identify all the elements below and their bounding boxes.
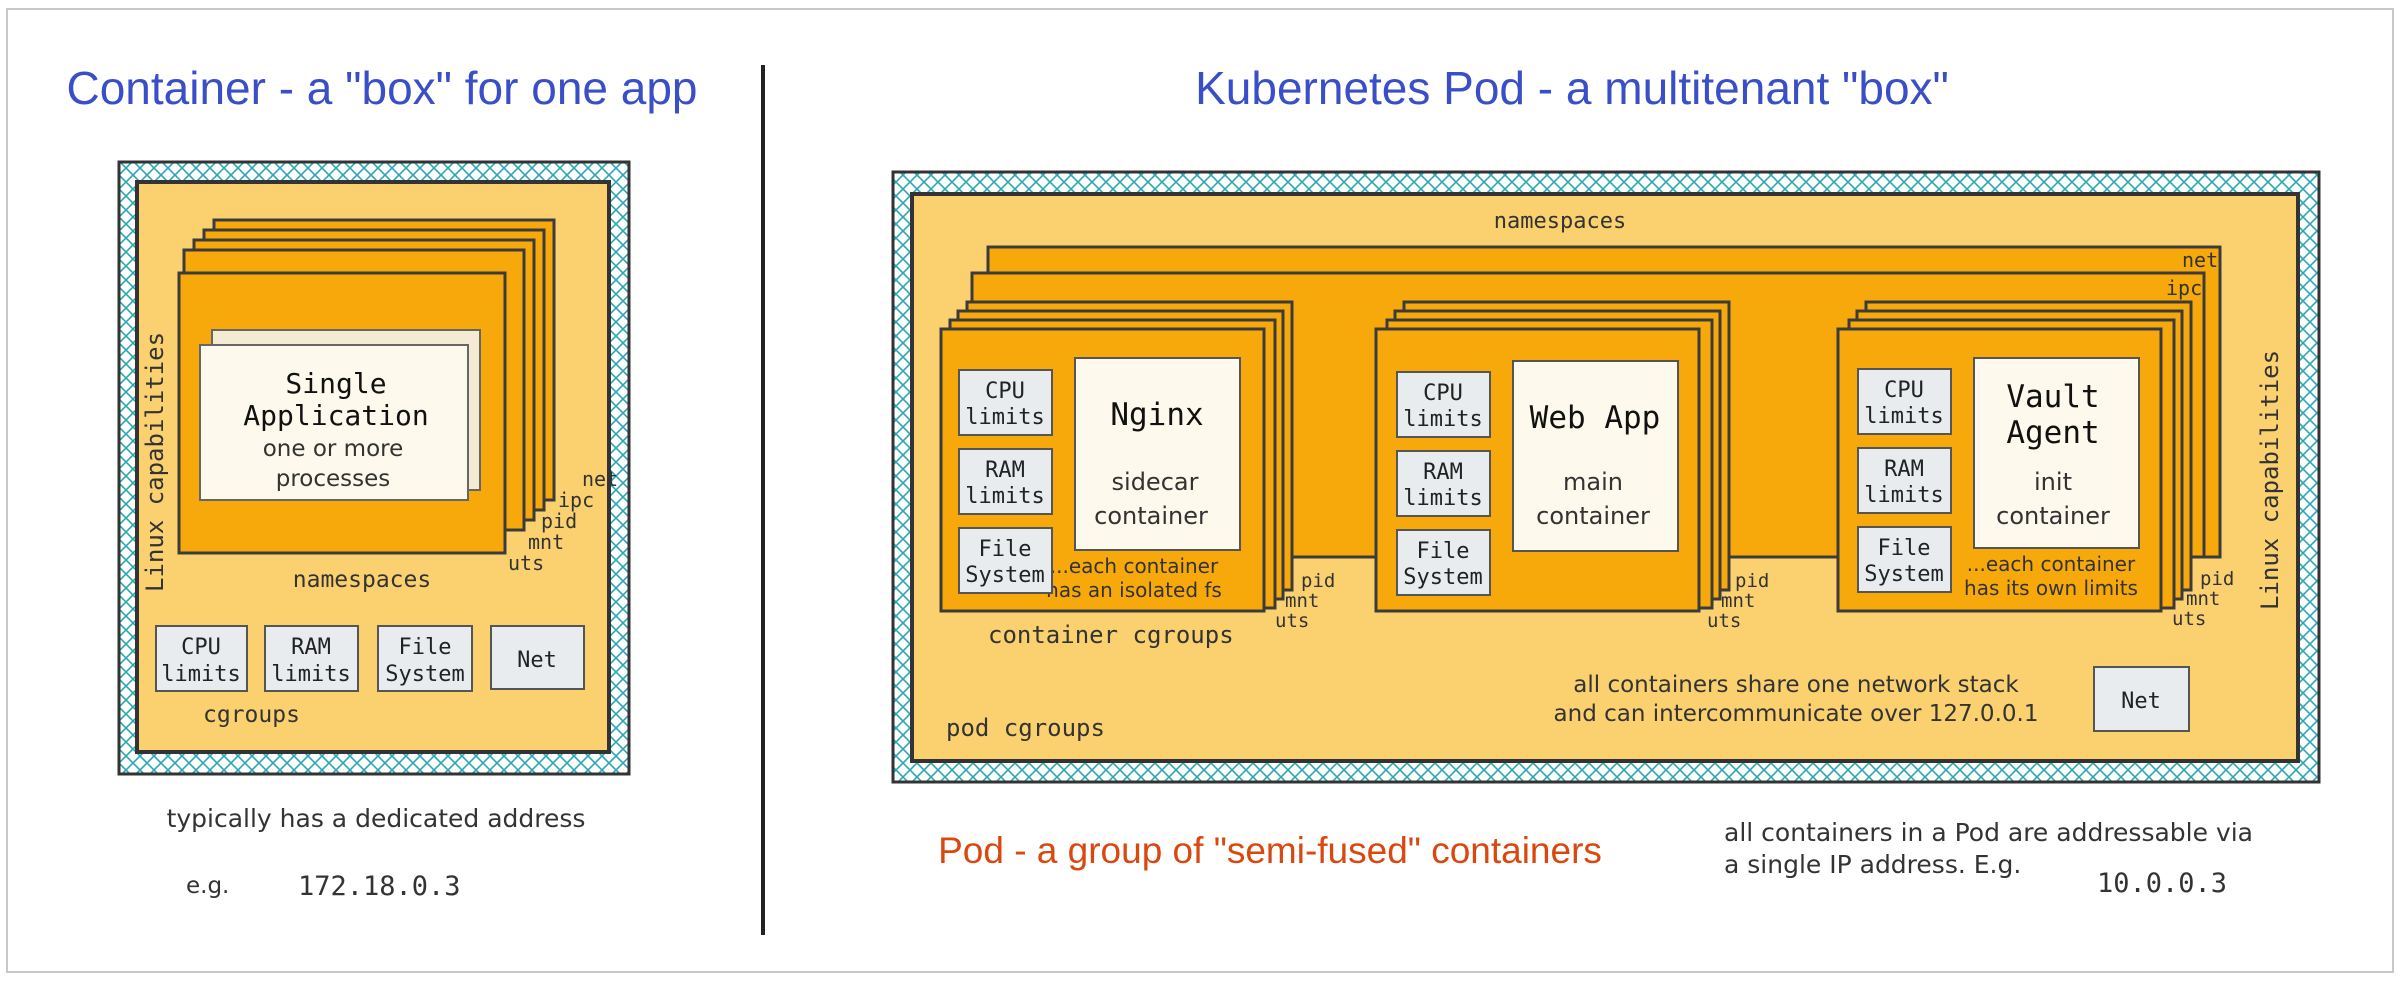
nginx-note-line2: has an isolated fs <box>1046 578 1222 602</box>
left-panel: Container - a "box" for one app net ipc … <box>66 62 697 902</box>
ns-label-ipc: ipc <box>558 488 594 512</box>
nginx-ram-line2: limits <box>965 484 1044 509</box>
vault-ram-line1: RAM <box>1884 457 1924 482</box>
left-fs-line1: File <box>399 635 452 660</box>
nginx-cpu-line1: CPU <box>985 379 1025 404</box>
nginx-fs-line1: File <box>979 537 1032 562</box>
vault-sub-line2: container <box>1996 502 2110 530</box>
nginx-note-line1: ...each container <box>1050 554 1219 578</box>
addr-line2: a single IP address. E.g. <box>1724 850 2021 879</box>
nginx-ns-uts: uts <box>1275 610 1309 632</box>
left-ram-box <box>264 625 359 692</box>
webapp-sub-line1: main <box>1563 468 1623 496</box>
pod-caption: Pod - a group of "semi-fused" containers <box>938 830 1602 871</box>
pod-namespaces-label: namespaces <box>1494 209 1626 234</box>
pod-net-label: Net <box>2121 689 2161 714</box>
vault-cpu-line1: CPU <box>1884 378 1924 403</box>
nginx-ram-line1: RAM <box>985 458 1025 483</box>
vault-name-line1: Vault <box>2006 379 2099 415</box>
webapp-cpu-line2: limits <box>1403 407 1482 432</box>
left-cgroups-label: cgroups <box>203 702 300 728</box>
vault-fs-line1: File <box>1878 536 1931 561</box>
left-eg: e.g. <box>186 873 229 899</box>
webapp-ram-line1: RAM <box>1423 460 1463 485</box>
ns-label-pid: pid <box>541 509 577 533</box>
vault-ns-uts: uts <box>2172 608 2206 630</box>
addr-line1: all containers in a Pod are addressable … <box>1724 818 2253 847</box>
right-panel: Kubernetes Pod - a multitenant "box" nam… <box>891 62 2321 899</box>
left-cpu-line1: CPU <box>181 635 221 660</box>
left-net-label: Net <box>517 648 557 673</box>
webapp-cpu-line1: CPU <box>1423 381 1463 406</box>
left-cpu-line2: limits <box>161 662 240 687</box>
pod-address: 10.0.0.3 <box>2097 868 2227 899</box>
vault-name-line2: Agent <box>2006 415 2099 451</box>
app-title-line2: Application <box>243 399 428 432</box>
left-linux-capabilities: Linux capabilities <box>141 332 169 592</box>
share-line2: and can intercommunicate over 127.0.0.1 <box>1554 701 2039 727</box>
vault-sub-line1: init <box>2034 468 2072 496</box>
vault-note-line2: has its own limits <box>1964 576 2138 600</box>
pod-ns-ipc: ipc <box>2166 276 2202 300</box>
webapp-ns-uts: uts <box>1707 610 1741 632</box>
app-sub-line1: one or more <box>263 436 404 462</box>
ns-label-net: net <box>582 467 618 491</box>
ns-label-uts: uts <box>508 551 544 575</box>
outer-frame <box>6 8 2394 973</box>
webapp-ns-pid: pid <box>1735 570 1769 592</box>
webapp-ns-mnt: mnt <box>1721 590 1755 612</box>
left-footer-text: typically has a dedicated address <box>167 804 586 833</box>
vault-ns-pid: pid <box>2200 568 2234 590</box>
vault-note-line1: ...each container <box>1967 552 2136 576</box>
vault-paper <box>1973 357 2140 549</box>
webapp-ram-line2: limits <box>1403 486 1482 511</box>
webapp-sub-line2: container <box>1536 502 1650 530</box>
app-paper <box>199 344 469 501</box>
vault-resources: CPU limits RAM limits File System <box>1857 368 1952 593</box>
left-ram-line2: limits <box>271 662 350 687</box>
left-cgroup-boxes: CPU limits RAM limits File System Net <box>155 625 585 692</box>
left-fs-line2: System <box>385 662 464 687</box>
nginx-fs-line2: System <box>965 563 1044 588</box>
pod-net-box <box>2093 666 2190 732</box>
vault-ram-line2: limits <box>1864 483 1943 508</box>
vault-ns-mnt: mnt <box>2186 588 2220 610</box>
left-ram-line1: RAM <box>291 635 331 660</box>
nginx-name-line1: Nginx <box>1110 397 1203 433</box>
nginx-paper <box>1074 357 1241 551</box>
vault-cpu-line2: limits <box>1864 404 1943 429</box>
pod-cgroups-label: pod cgroups <box>946 714 1105 742</box>
webapp-paper <box>1512 360 1679 552</box>
left-title: Container - a "box" for one app <box>66 62 697 114</box>
left-fs-box <box>377 625 473 692</box>
share-line1: all containers share one network stack <box>1573 672 2019 698</box>
container-cgroups-label: container cgroups <box>988 621 1234 649</box>
webapp-fs-line2: System <box>1403 565 1482 590</box>
nginx-ns-mnt: mnt <box>1285 590 1319 612</box>
nginx-cpu-line2: limits <box>965 405 1044 430</box>
right-title: Kubernetes Pod - a multitenant "box" <box>1195 62 1949 114</box>
left-address: 172.18.0.3 <box>298 871 461 902</box>
app-sub-line2: processes <box>276 466 391 492</box>
left-cpu-box <box>155 625 248 692</box>
webapp-name-line1: Web App <box>1530 400 1661 436</box>
ns-label-mnt: mnt <box>528 530 564 554</box>
pod-ns-net: net <box>2182 248 2218 272</box>
nginx-resources: CPU limits RAM limits File System <box>958 369 1053 594</box>
app-title-line1: Single <box>285 367 386 400</box>
nginx-sub-line1: sidecar <box>1112 468 1199 496</box>
right-linux-capabilities: Linux capabilities <box>2256 350 2284 610</box>
nginx-sub-line2: container <box>1094 502 1208 530</box>
nginx-ns-pid: pid <box>1301 570 1335 592</box>
left-net-box <box>490 625 585 690</box>
webapp-fs-line1: File <box>1417 539 1470 564</box>
webapp-resources: CPU limits RAM limits File System <box>1396 371 1491 596</box>
vault-fs-line2: System <box>1864 562 1943 587</box>
left-namespaces-label: namespaces <box>293 567 431 593</box>
